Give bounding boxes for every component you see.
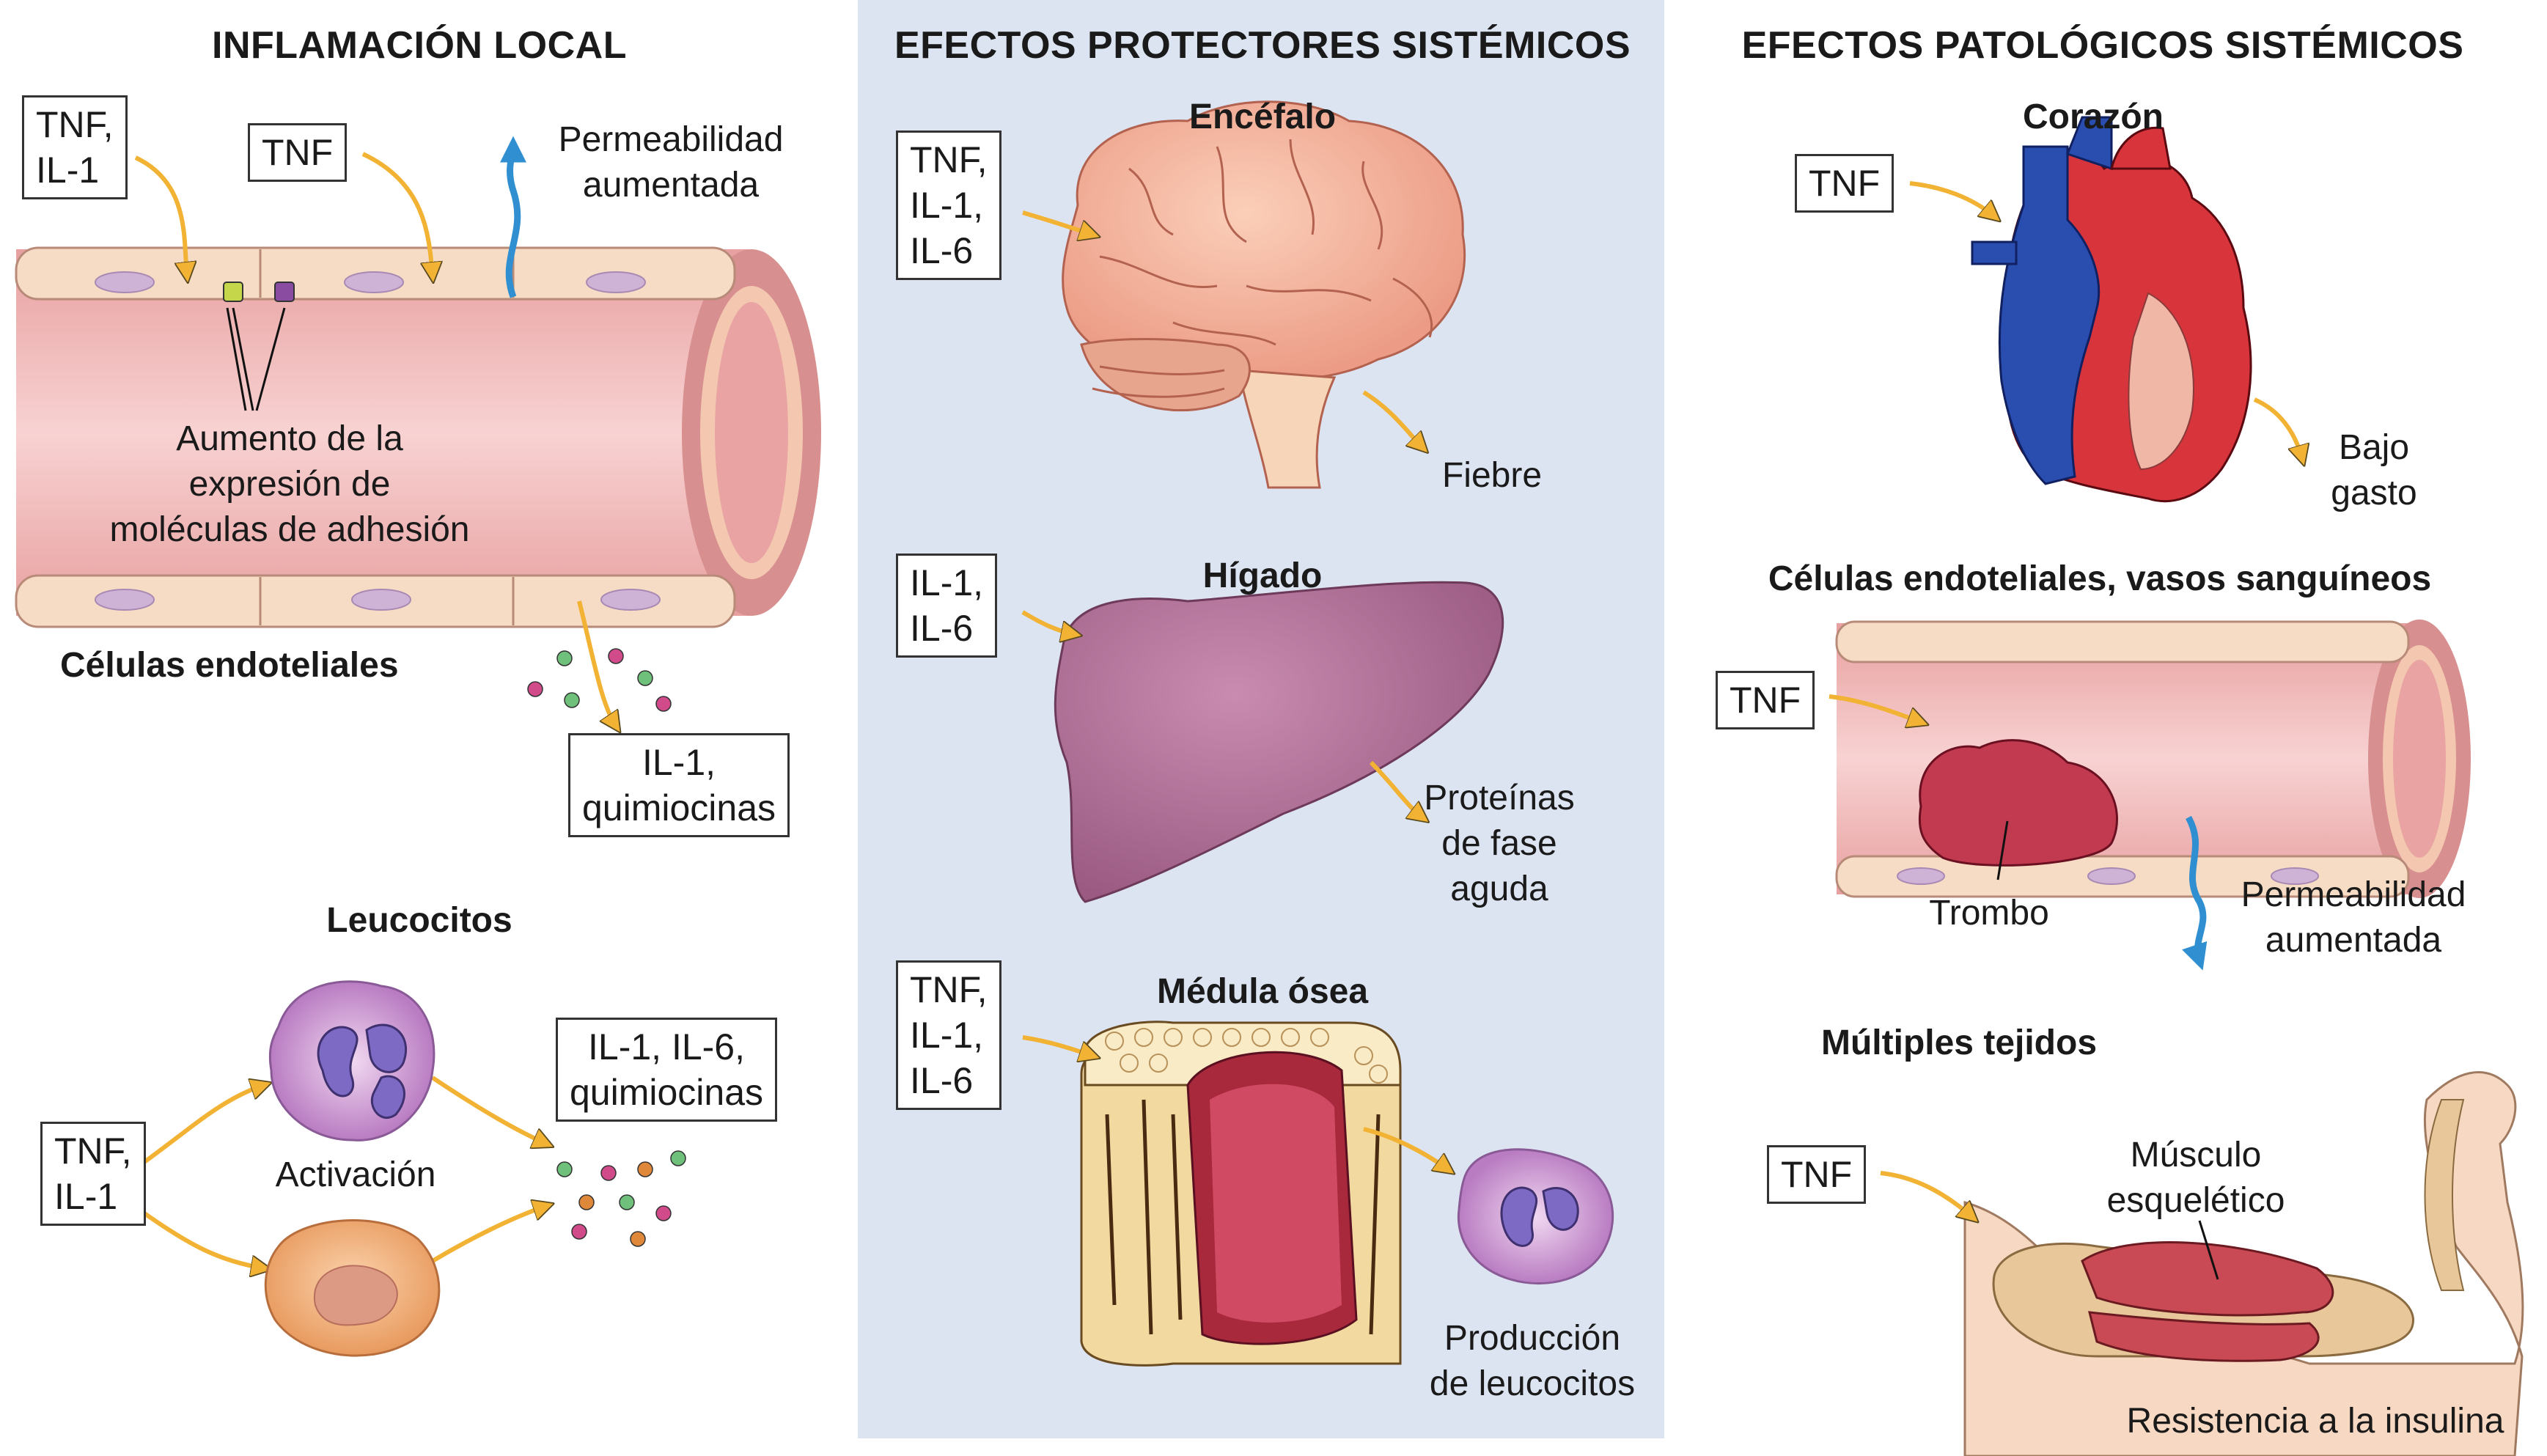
vessel-tnf-box: TNF bbox=[1716, 671, 1815, 729]
tnf-box: TNF bbox=[248, 123, 348, 182]
endothelial-cells-label: Células endoteliales bbox=[60, 646, 399, 685]
liver-illustration bbox=[1054, 581, 1504, 903]
pathologic-effects-title: EFECTOS PATOLÓGICOS SISTÉMICOS bbox=[1741, 24, 2464, 67]
leukocyte-tnf-il1-box: TNF,IL-1 bbox=[40, 1122, 146, 1226]
leukocyte-output-box: IL-1, IL-6,quimiocinas bbox=[556, 1018, 778, 1122]
activation-label: Activación bbox=[275, 1155, 436, 1194]
marrow-cytokine-box: TNF,IL-1,IL-6 bbox=[896, 960, 1001, 1110]
heart-label: Corazón bbox=[2023, 98, 2164, 136]
arm-muscle-illustration bbox=[1963, 1071, 2524, 1456]
brain-cytokine-box: TNF,IL-1,IL-6 bbox=[896, 130, 1001, 280]
heart-illustration bbox=[1971, 116, 2252, 503]
bone-marrow-label: Médula ósea bbox=[1156, 972, 1369, 1011]
brain-illustration bbox=[1062, 100, 1466, 489]
il1-chemokines-box: IL-1,quimiocinas bbox=[568, 733, 790, 837]
heart-tnf-box: TNF bbox=[1795, 154, 1894, 213]
local-inflammation-title: INFLAMACIÓN LOCAL bbox=[212, 24, 627, 67]
thrombus-label: Trombo bbox=[1929, 894, 2049, 933]
multiple-tissues-label: Múltiples tejidos bbox=[1820, 1023, 2098, 1062]
vessel-illustration bbox=[15, 246, 821, 628]
tissues-tnf-box: TNF bbox=[1767, 1145, 1867, 1204]
leukocytes-label: Leucocitos bbox=[326, 901, 512, 940]
pathologic-vessel-illustration bbox=[1835, 619, 2471, 898]
protective-effects-title: EFECTOS PROTECTORES SISTÉMICOS bbox=[894, 24, 1631, 67]
brain-label: Encéfalo bbox=[1188, 98, 1337, 136]
liver-cytokine-box: IL-1,IL-6 bbox=[896, 554, 998, 658]
bone-marrow-illustration bbox=[1080, 1021, 1402, 1367]
liver-label: Hígado bbox=[1202, 556, 1323, 595]
fever-label: Fiebre bbox=[1441, 456, 1543, 495]
vessels-label: Células endoteliales, vasos sanguíneos bbox=[1768, 559, 2432, 598]
leukocyte-illustration bbox=[264, 980, 441, 1357]
insulin-resistance-label: Resistencia a la insulina bbox=[2126, 1402, 2504, 1441]
tnf-il1-box: TNF,IL-1 bbox=[22, 95, 128, 199]
